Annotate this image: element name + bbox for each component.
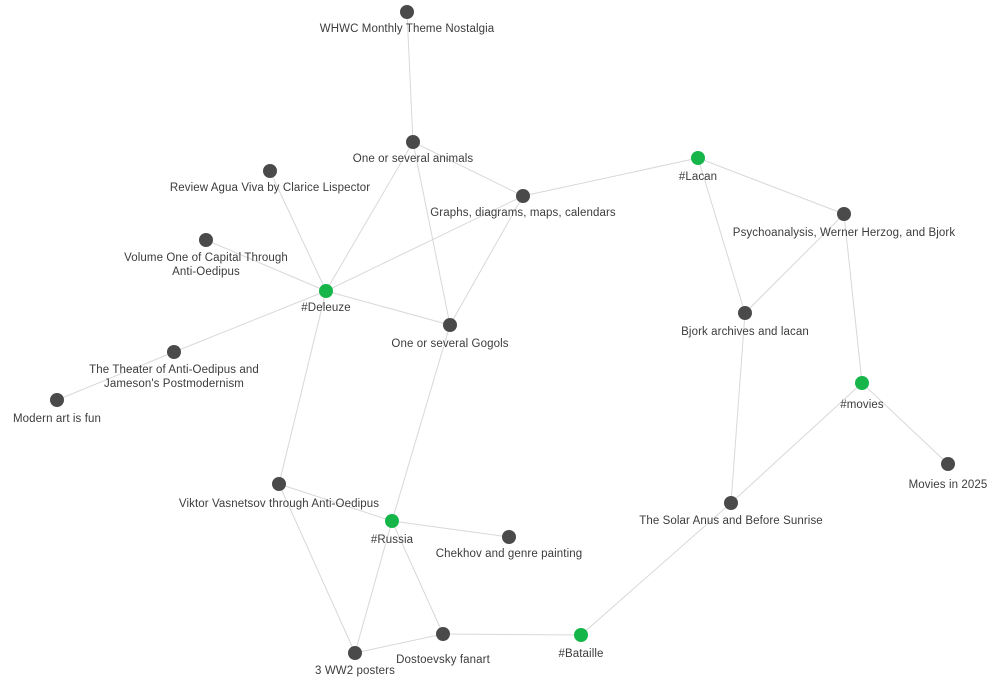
- graph-edge: [861, 382, 949, 465]
- graph-edge: [522, 157, 699, 197]
- graph-node-label-deleuze: #Deleuze: [301, 302, 351, 314]
- graph-edge: [744, 213, 845, 314]
- graph-node-label-dostoevsky: Dostoevsky fanart: [396, 654, 490, 666]
- graph-node-label-volume: Volume One of Capital Through Anti-Oedip…: [124, 252, 288, 278]
- graph-edge: [278, 290, 327, 485]
- graph-node-label-bjork: Bjork archives and lacan: [681, 326, 809, 338]
- graph-node-bjork[interactable]: [738, 306, 752, 320]
- graph-edge: [325, 290, 451, 326]
- graph-edge: [412, 141, 524, 197]
- graph-edge: [278, 483, 393, 522]
- graph-node-whwc[interactable]: [400, 5, 414, 19]
- graph-node-bataille[interactable]: [574, 628, 588, 642]
- graph-node-label-bataille: #Bataille: [558, 648, 604, 660]
- graph-edge: [391, 324, 451, 522]
- graph-node-label-vasnetsov: Viktor Vasnetsov through Anti-Oedipus: [178, 498, 380, 510]
- graph-node-lacan[interactable]: [691, 151, 705, 165]
- graph-edge: [406, 11, 414, 143]
- graph-node-deleuze[interactable]: [319, 284, 333, 298]
- graph-node-label-russia: #Russia: [370, 534, 414, 546]
- graph-node-russia[interactable]: [385, 514, 399, 528]
- graph-node-agua[interactable]: [263, 164, 277, 178]
- graph-edge: [269, 170, 327, 292]
- graph-edge: [354, 633, 444, 654]
- graph-node-label-agua: Review Agua Viva by Clarice Lispector: [169, 182, 371, 194]
- graph-node-modern[interactable]: [50, 393, 64, 407]
- graph-node-solar[interactable]: [724, 496, 738, 510]
- graph-node-label-gogols: One or several Gogols: [391, 338, 509, 350]
- graph-edge: [442, 633, 582, 636]
- graph-node-volume[interactable]: [199, 233, 213, 247]
- graph-edge: [354, 520, 393, 654]
- graph-node-psycho[interactable]: [837, 207, 851, 221]
- graph-node-gogols[interactable]: [443, 318, 457, 332]
- graph-edge: [697, 157, 746, 314]
- graph-edge: [278, 483, 356, 654]
- graph-node-chekhov[interactable]: [502, 530, 516, 544]
- graph-edge: [730, 382, 863, 504]
- graph-edge: [697, 157, 845, 215]
- graph-node-label-whwc: WHWC Monthly Theme Nostalgia: [319, 23, 495, 35]
- graph-node-label-movies2025: Movies in 2025: [908, 479, 988, 491]
- graph-edge: [449, 195, 524, 326]
- graph-edge: [205, 239, 327, 292]
- graph-node-label-graphs: Graphs, diagrams, maps, calendars: [430, 207, 616, 219]
- graph-node-label-theater: The Theater of Anti-Oedipus and Jameson'…: [89, 364, 259, 390]
- graph-node-ww2[interactable]: [348, 646, 362, 660]
- graph-edge: [730, 312, 746, 504]
- graph-node-vasnetsov[interactable]: [272, 477, 286, 491]
- graph-node-graphs[interactable]: [516, 189, 530, 203]
- graph-node-movies2025[interactable]: [941, 457, 955, 471]
- graph-node-label-animals: One or several animals: [352, 153, 474, 165]
- graph-node-label-chekhov: Chekhov and genre painting: [435, 548, 583, 560]
- graph-node-theater[interactable]: [167, 345, 181, 359]
- graph-edge: [391, 520, 510, 538]
- graph-node-label-ww2: 3 WW2 posters: [315, 665, 395, 677]
- graph-node-label-psycho: Psychoanalysis, Werner Herzog, and Bjork: [732, 227, 956, 239]
- graph-edge: [173, 290, 327, 353]
- graph-node-label-modern: Modern art is fun: [13, 413, 101, 425]
- graph-node-movies[interactable]: [855, 376, 869, 390]
- graph-node-label-lacan: #Lacan: [678, 171, 718, 183]
- graph-edge: [580, 502, 732, 636]
- graph-edge: [56, 351, 175, 401]
- graph-edge: [412, 141, 451, 326]
- graph-edge: [391, 520, 444, 635]
- graph-edge: [325, 141, 414, 292]
- graph-edge: [843, 213, 863, 384]
- graph-edge: [325, 195, 524, 292]
- graph-node-dostoevsky[interactable]: [436, 627, 450, 641]
- graph-node-animals[interactable]: [406, 135, 420, 149]
- graph-node-label-solar: The Solar Anus and Before Sunrise: [639, 515, 823, 527]
- graph-node-label-movies: #movies: [840, 399, 884, 411]
